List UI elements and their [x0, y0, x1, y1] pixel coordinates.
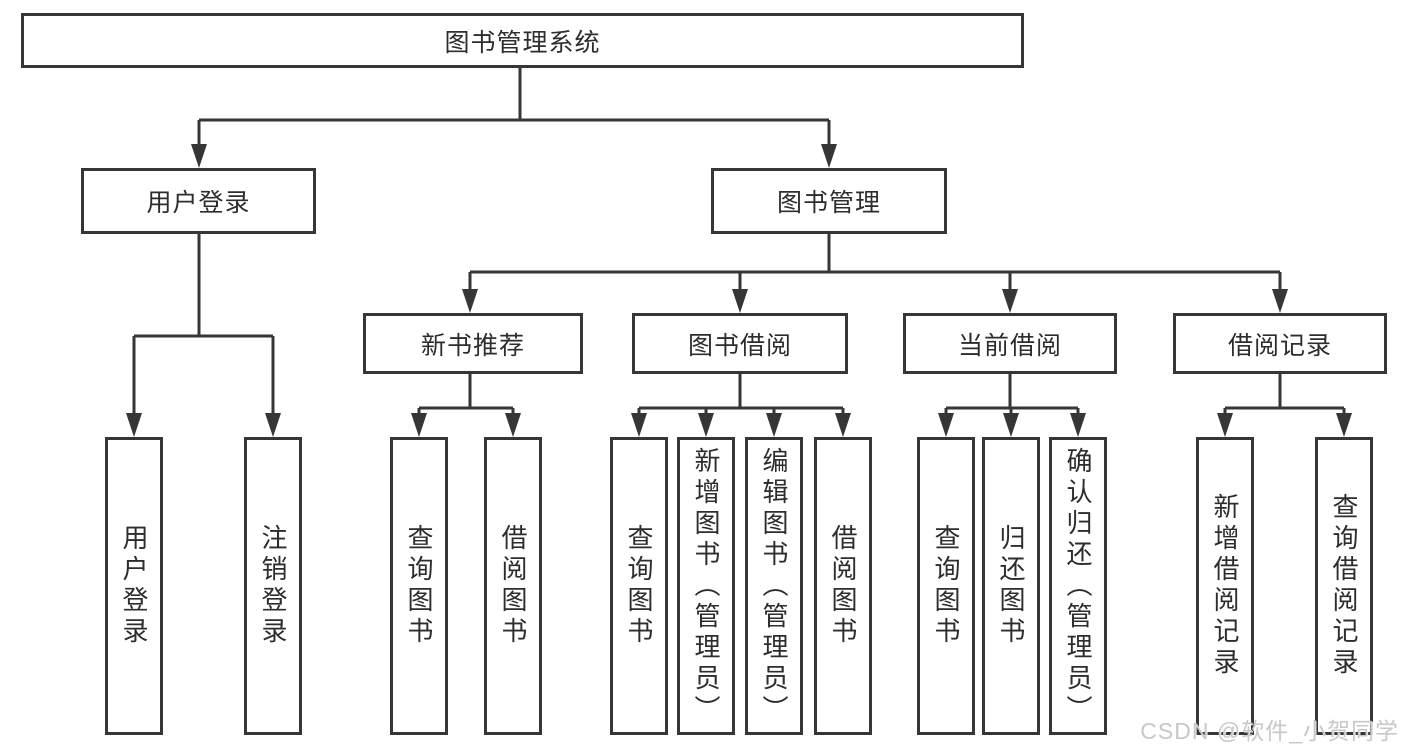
leaf-borrow-query-books: 查询图书: [610, 437, 668, 735]
leaf-borrow-edit-books-admin: 编辑图书（管理员）: [745, 437, 803, 735]
leaf-current-return-books: 归还图书: [982, 437, 1040, 735]
leaf-records-add-record: 新增借阅记录: [1196, 437, 1254, 735]
connector-records-to-leaves: [1217, 374, 1352, 437]
node-current-borrowing: 当前借阅: [903, 313, 1117, 374]
node-user-login: 用户登录: [81, 168, 316, 234]
leaf-user-login: 用户登录: [105, 437, 163, 735]
connector-bookmgmt-to-level3: [462, 234, 1288, 313]
leaf-current-confirm-return-admin: 确认归还（管理员）: [1049, 437, 1107, 735]
node-borrowing-records: 借阅记录: [1173, 313, 1387, 374]
connector-newbooks-to-leaves: [411, 374, 521, 437]
leaf-records-query-record: 查询借阅记录: [1315, 437, 1373, 735]
leaf-borrow-borrow-books: 借阅图书: [814, 437, 872, 735]
connector-bookborrow-to-leaves: [631, 374, 851, 437]
node-book-borrowing: 图书借阅: [632, 313, 848, 374]
node-library-system: 图书管理系统: [21, 13, 1024, 68]
node-book-management: 图书管理: [711, 168, 947, 234]
node-new-book-recommendation: 新书推荐: [363, 313, 583, 374]
leaf-current-query-books: 查询图书: [917, 437, 975, 735]
connector-root-to-level2: [191, 68, 837, 168]
connector-userlogin-to-leaves: [126, 234, 281, 437]
connector-currentborrow-to-leaves: [938, 374, 1086, 437]
csdn-watermark: CSDN @软件_小贺同学: [1140, 718, 1399, 744]
leaf-newbooks-borrow-books: 借阅图书: [484, 437, 542, 735]
leaf-logout: 注销登录: [244, 437, 302, 735]
leaf-borrow-add-books-admin: 新增图书（管理员）: [677, 437, 735, 735]
leaf-newbooks-query-books: 查询图书: [390, 437, 448, 735]
